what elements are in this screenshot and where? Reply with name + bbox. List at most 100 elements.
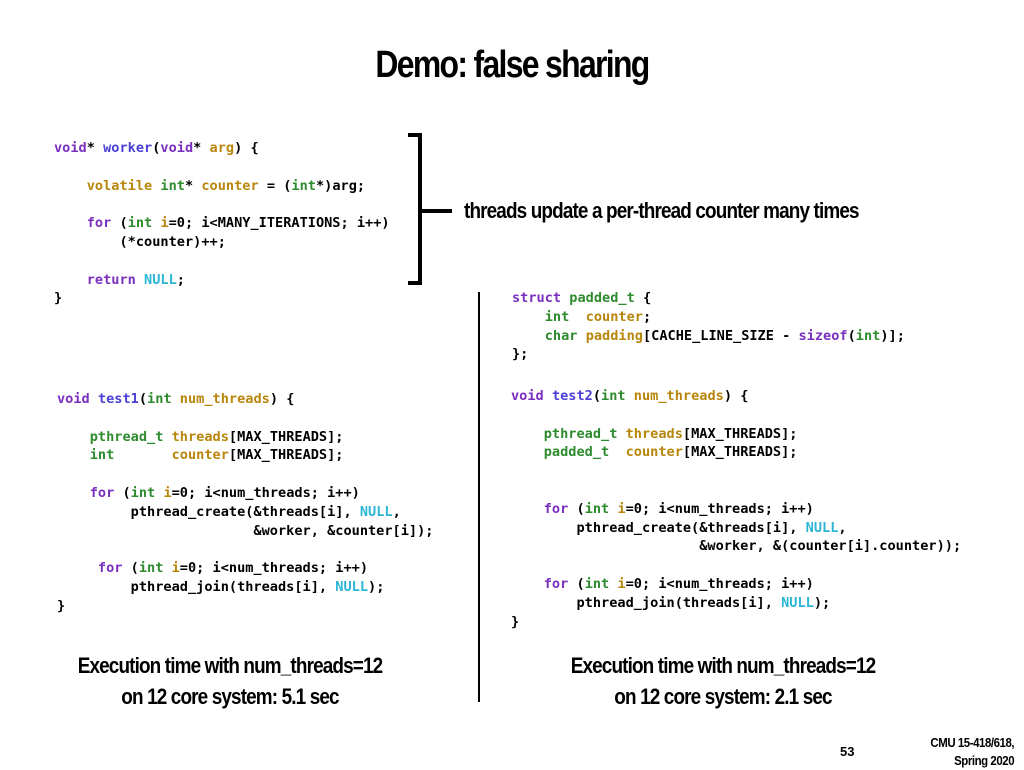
punct: ) {	[269, 391, 295, 407]
punct: {	[634, 290, 652, 306]
annotation-text: threads update a per-thread counter many…	[464, 198, 860, 223]
code-line: int counter;	[545, 309, 651, 325]
punct: (	[847, 327, 856, 344]
punct	[114, 447, 171, 463]
code-text: pthread_join(threads[i],	[576, 594, 782, 611]
code-line: &worker, &counter[i]);	[253, 522, 434, 539]
punct: =0; i<MANY_ITERATIONS; i++)	[168, 215, 390, 232]
punct: (	[592, 388, 602, 404]
identifier: threads	[625, 425, 683, 442]
punct: [MAX_THREADS];	[228, 428, 344, 445]
exec-time-right: Execution time with num_threads=12 on 12…	[551, 650, 895, 712]
type: char	[544, 327, 578, 344]
punct: [MAX_THREADS];	[228, 447, 344, 464]
punct	[578, 328, 586, 344]
null-literal: NULL	[359, 503, 393, 520]
identifier: num_threads	[179, 391, 270, 407]
punct	[90, 391, 98, 407]
punct	[163, 560, 171, 576]
identifier: i	[160, 215, 169, 232]
identifier: threads	[171, 428, 229, 445]
keyword: for	[543, 575, 569, 592]
keyword: void	[511, 388, 544, 404]
code-line: for (int i=0; i<MANY_ITERATIONS; i++)	[87, 215, 390, 231]
punct	[617, 426, 625, 442]
punct	[544, 388, 552, 404]
type: int	[160, 177, 185, 194]
type: padded_t	[543, 444, 610, 461]
function-name: test1	[97, 391, 139, 407]
code-line: &worker, &(counter[i].counter));	[699, 538, 962, 555]
null-literal: NULL	[144, 271, 177, 288]
exec-time-left: Execution time with num_threads=12 on 12…	[58, 650, 402, 712]
type: int	[291, 177, 316, 194]
bracket-shape	[408, 133, 422, 285]
punct: ;	[176, 271, 185, 288]
keyword: for	[97, 560, 123, 577]
type: int	[855, 327, 881, 344]
code-line: pthread_t threads[MAX_THREADS];	[544, 426, 798, 442]
punct: (	[122, 560, 139, 577]
punct	[609, 444, 625, 460]
identifier: arg	[209, 140, 235, 156]
course-label: CMU 15-418/618, Spring 2020	[930, 734, 1014, 770]
code-line: volatile int* counter = (int*)arg;	[87, 178, 365, 194]
type: int	[147, 391, 172, 407]
punct: );	[813, 594, 831, 611]
null-literal: NULL	[781, 594, 814, 611]
code-line: for (int i=0; i<num_threads; i++)	[544, 501, 814, 517]
punct: (	[111, 215, 128, 232]
punct: = (	[258, 177, 292, 194]
type: int	[584, 500, 610, 517]
identifier: counter	[585, 308, 643, 325]
punct	[163, 429, 171, 445]
slide-title: Demo: false sharing	[375, 44, 650, 86]
code-line: return NULL;	[87, 272, 185, 288]
punct: ,	[838, 519, 847, 536]
punct: ;	[642, 308, 652, 325]
punct: ,	[392, 503, 401, 520]
punct: [MAX_THREADS];	[682, 444, 798, 461]
code-line: void test1(int num_threads) {	[57, 391, 294, 407]
code-text: pthread_create(&threads[i],	[576, 519, 806, 536]
exec-time-right-line2: on 12 core system: 2.1 sec	[614, 684, 832, 709]
identifier: i	[163, 484, 172, 501]
identifier: counter	[171, 447, 229, 464]
code-line: };	[512, 346, 529, 363]
punct	[136, 272, 144, 288]
keyword: for	[543, 500, 569, 517]
identifier: num_threads	[633, 388, 724, 404]
function-name: test2	[551, 388, 593, 404]
code-line: pthread_join(threads[i], NULL);	[131, 579, 385, 595]
code-line: }	[54, 290, 63, 307]
keyword: void	[57, 391, 90, 407]
keyword: sizeof	[798, 327, 848, 344]
punct: =0; i<num_threads; i++)	[625, 500, 814, 517]
exec-time-left-line1: Execution time with num_threads=12	[77, 653, 383, 678]
keyword: for	[86, 215, 112, 232]
code-line: }	[511, 613, 520, 630]
keyword: return	[86, 271, 136, 288]
code-line: pthread_create(&threads[i], NULL,	[576, 520, 846, 536]
type: padded_t	[569, 290, 635, 306]
code-line: padded_t counter[MAX_THREADS];	[544, 444, 798, 460]
punct: );	[368, 578, 385, 595]
type: int	[89, 447, 115, 464]
keyword: for	[89, 484, 115, 501]
function-name: worker	[103, 140, 153, 156]
code-text: pthread_create(&threads[i],	[130, 503, 360, 520]
test1-code: void test1(int num_threads) { pthread_t …	[57, 390, 433, 616]
code-line: int counter[MAX_THREADS];	[90, 447, 344, 463]
code-text: pthread_join(threads[i],	[130, 578, 336, 595]
punct: (	[568, 575, 585, 592]
column-divider	[478, 292, 480, 702]
punct: (	[568, 500, 585, 517]
code-line: void test2(int num_threads) {	[511, 388, 748, 404]
code-line: for (int i=0; i<num_threads; i++)	[90, 485, 360, 501]
code-line: for (int i=0; i<num_threads; i++)	[98, 560, 368, 576]
punct: *	[193, 140, 210, 156]
identifier: i	[617, 500, 626, 517]
punct: [MAX_THREADS];	[682, 425, 798, 442]
course-line2: Spring 2020	[953, 753, 1014, 768]
type: int	[584, 575, 610, 592]
